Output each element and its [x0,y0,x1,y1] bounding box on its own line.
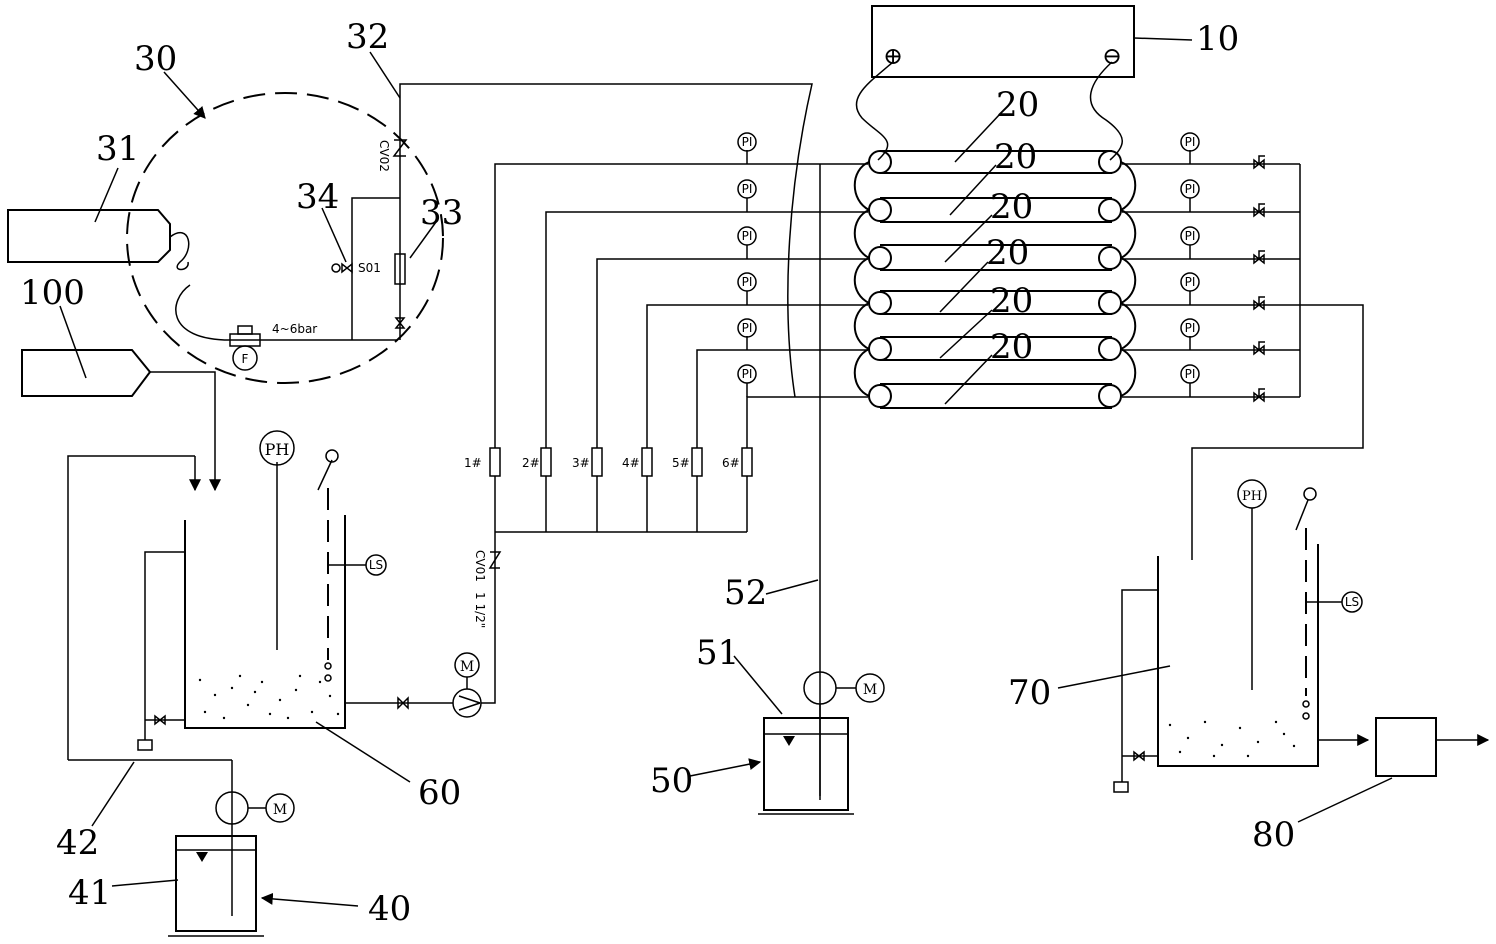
motor-label-40: M [273,802,287,818]
pi-label: PI [742,229,753,243]
positive-lead [855,61,894,161]
cv02-label: CV02 [377,140,391,172]
s01-label: S01 [358,261,381,275]
motor-label-feed: M [460,659,474,675]
ref-52: 52 [724,573,767,613]
ref-30: 30 [134,39,177,79]
flowmeter-4: 4# [622,456,640,470]
pressure-gauges-right: PI PI PI PI PI PI [1180,132,1200,397]
ref-20-d: 20 [986,233,1029,273]
tank-50: M 50 51 52 [650,573,885,815]
ref-70: 70 [1008,673,1051,713]
pipe-size-label: 1 1/2" [473,592,487,628]
pi-label: PI [1185,275,1196,289]
feed-pump-line: M CV01 1 1/2" [345,532,502,718]
electrolytic-cell-stack: 20 20 20 20 20 20 [853,85,1137,409]
inlet-pipes [399,83,868,800]
ref-32: 32 [346,17,389,57]
pi-label: PI [742,321,753,335]
outlet-valves [1253,155,1265,403]
cv01-label: CV01 [473,550,487,582]
ls-label-70: LS [1345,595,1359,609]
ref-60: 60 [418,773,461,813]
flowmeter-1: 1# [464,456,482,470]
ls-label-60: LS [369,558,383,572]
power-supply: ⊕ ⊖ 10 [871,5,1239,78]
flowmeter-2: 2# [522,456,540,470]
tank-40: M 40 41 42 [56,759,411,937]
filter-label: F [242,352,249,366]
ref-34: 34 [296,177,339,217]
tank-70: PH LS 70 80 [1008,479,1490,855]
feed-tank: PH LS 60 [67,430,461,813]
pi-label: PI [1185,182,1196,196]
ref-80: 80 [1252,815,1295,855]
pi-label: PI [1185,229,1196,243]
ref-20-a: 20 [996,85,1039,125]
ref-100: 100 [20,273,85,313]
negative-terminal: ⊖ [1102,42,1122,70]
pi-label: PI [1185,321,1196,335]
ref-10: 10 [1196,19,1239,59]
ref-41: 41 [68,873,111,913]
ref-50: 50 [650,761,693,801]
gas-supply-unit: 30 31 F 4~6bar 33 CV02 S01 34 32 [7,17,463,384]
motor-label-50: M [863,682,877,698]
pressure-label: 4~6bar [272,322,317,336]
flowmeter-3: 3# [572,456,590,470]
pi-label: PI [742,135,753,149]
ref-20-e: 20 [990,281,1033,321]
ref-20-c: 20 [990,187,1033,227]
reagent-cylinder: 100 [20,273,221,492]
pi-label: PI [1185,367,1196,381]
pi-label: PI [742,182,753,196]
positive-terminal: ⊕ [883,42,903,70]
ref-42: 42 [56,823,99,863]
ref-51: 51 [696,633,739,673]
ref-20-f: 20 [990,327,1033,367]
outlet-pipes [1122,163,1364,560]
flowmeter-5: 5# [672,456,690,470]
ref-31: 31 [96,129,139,169]
ref-20-b: 20 [994,137,1037,177]
flowmeters: 1# 2# 3# 4# 5# 6# [464,447,753,477]
ref-40: 40 [368,889,411,929]
flowmeter-6: 6# [722,456,740,470]
ph-label-60: PH [265,440,290,459]
ph-label-70: PH [1242,489,1262,504]
pi-label: PI [1185,135,1196,149]
pi-label: PI [742,367,753,381]
pi-label: PI [742,275,753,289]
ref-33: 33 [420,193,463,233]
pressure-gauges-left: PI PI PI PI PI PI [737,132,757,397]
negative-lead [1089,61,1123,161]
